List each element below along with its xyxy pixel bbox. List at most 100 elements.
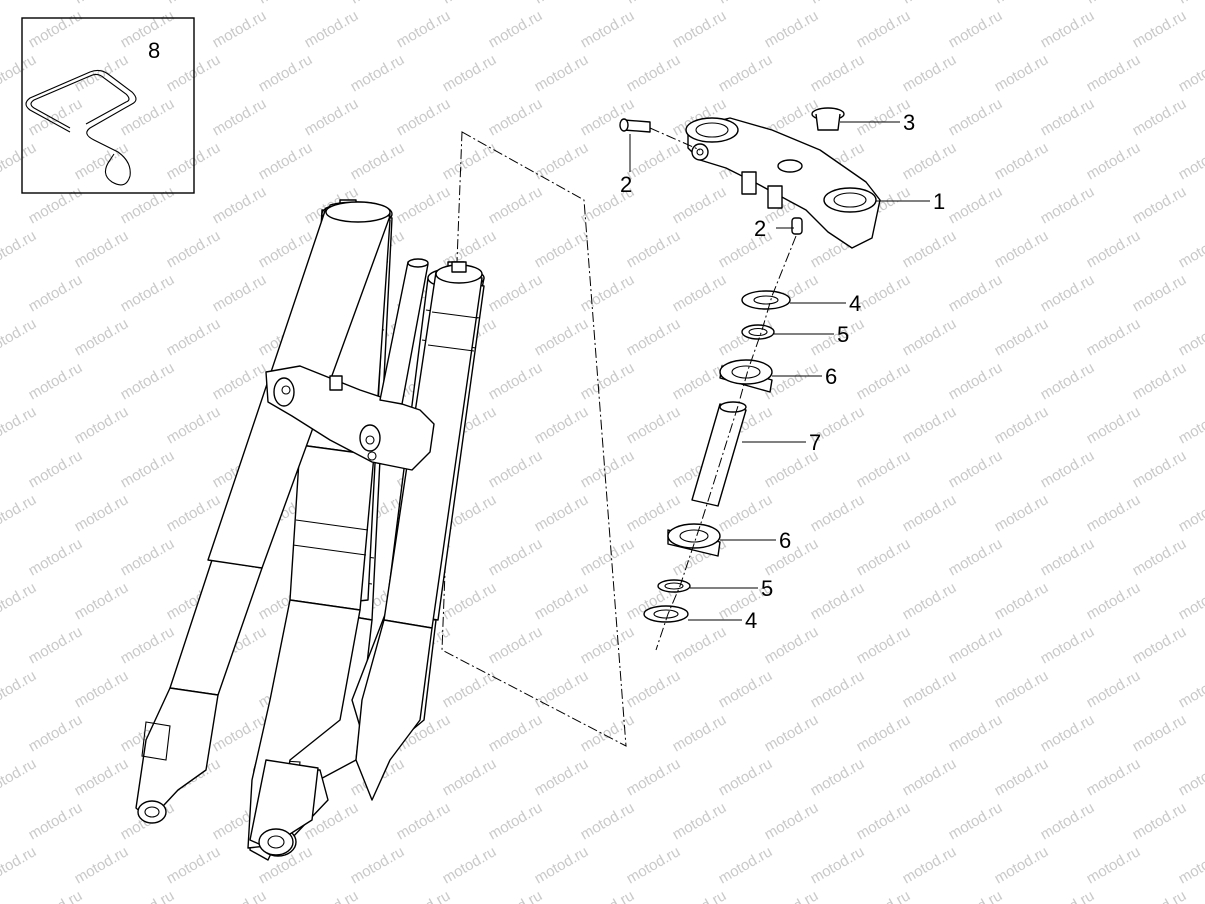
watermark-text: motod.ru xyxy=(0,51,39,95)
watermark-text: motod.ru xyxy=(394,887,454,904)
watermark-text: motod.ru xyxy=(1176,579,1205,623)
watermark-text: motod.ru xyxy=(578,535,638,579)
watermark-text: motod.ru xyxy=(72,139,132,183)
watermark-text: motod.ru xyxy=(210,271,270,315)
watermark-text: motod.ru xyxy=(946,183,1006,227)
watermark-text: motod.ru xyxy=(532,843,592,887)
watermark-text: motod.ru xyxy=(440,843,500,887)
watermark-text: motod.ru xyxy=(808,0,868,7)
watermark-text: motod.ru xyxy=(440,667,500,711)
lower-triple-clamp xyxy=(265,365,435,471)
watermark-text: motod.ru xyxy=(1176,403,1205,447)
watermark-text: motod.ru xyxy=(624,843,684,887)
watermark-text: motod.ru xyxy=(486,799,546,843)
watermark-text: motod.ru xyxy=(1130,711,1190,755)
watermark-text: motod.ru xyxy=(624,227,684,271)
watermark-text: motod.ru xyxy=(808,579,868,623)
watermark-text: motod.ru xyxy=(164,491,224,535)
watermark-text: motod.ru xyxy=(1176,315,1205,359)
watermark-text: motod.ru xyxy=(302,95,362,139)
watermark-text: motod.ru xyxy=(1176,51,1205,95)
watermark-text: motod.ru xyxy=(1130,183,1190,227)
watermark-text: motod.ru xyxy=(0,667,39,711)
watermark-text: motod.ru xyxy=(532,667,592,711)
watermark-text: motod.ru xyxy=(164,0,224,7)
seal-part-5-bottom xyxy=(657,579,691,593)
watermark-text: motod.ru xyxy=(992,227,1052,271)
callout-7: 7 xyxy=(809,430,821,455)
watermark-text: motod.ru xyxy=(486,887,546,904)
watermark-text: motod.ru xyxy=(1130,887,1190,904)
watermark-text: motod.ru xyxy=(72,227,132,271)
watermark-text: motod.ru xyxy=(808,843,868,887)
watermark-text: motod.ru xyxy=(210,887,270,904)
watermark-text: motod.ru xyxy=(1038,7,1098,51)
watermark-text: motod.ru xyxy=(440,0,500,7)
watermark-text: motod.ru xyxy=(210,359,270,403)
watermark-text: motod.ru xyxy=(1038,711,1098,755)
watermark-text: motod.ru xyxy=(578,271,638,315)
washer-part-4-top xyxy=(741,290,791,310)
watermark-text: motod.ru xyxy=(1084,667,1144,711)
watermark-text: motod.ru xyxy=(26,535,86,579)
watermark-text: motod.ru xyxy=(854,271,914,315)
watermark-text: motod.ru xyxy=(118,535,178,579)
watermark-text: motod.ru xyxy=(716,227,776,271)
watermark-text: motod.ru xyxy=(854,711,914,755)
watermark-text: motod.ru xyxy=(578,711,638,755)
watermark-text: motod.ru xyxy=(1084,227,1144,271)
watermark-text: motod.ru xyxy=(72,0,132,7)
watermark-text: motod.ru xyxy=(72,843,132,887)
watermark-text: motod.ru xyxy=(256,51,316,95)
watermark-text: motod.ru xyxy=(26,183,86,227)
watermark-text: motod.ru xyxy=(1038,887,1098,904)
watermark-text: motod.ru xyxy=(946,447,1006,491)
fork-leg-far xyxy=(355,261,483,801)
watermark-text: motod.ru xyxy=(670,271,730,315)
inset-frame xyxy=(21,17,195,194)
callout-4-top: 4 xyxy=(849,291,861,316)
watermark-text: motod.ru xyxy=(1130,359,1190,403)
watermark-text: motod.ru xyxy=(164,227,224,271)
watermark-text: motod.ru xyxy=(900,51,960,95)
bolt-part-2-lower xyxy=(791,217,803,235)
callout-1: 1 xyxy=(933,189,945,214)
watermark-text: motod.ru xyxy=(118,887,178,904)
watermark-text: motod.ru xyxy=(716,0,776,7)
watermark-text: motod.ru xyxy=(854,887,914,904)
watermark-text: motod.ru xyxy=(302,7,362,51)
watermark-text: motod.ru xyxy=(1084,403,1144,447)
watermark-text: motod.ru xyxy=(1084,755,1144,799)
watermark-text: motod.ru xyxy=(670,799,730,843)
watermark-text: motod.ru xyxy=(854,799,914,843)
watermark-text: motod.ru xyxy=(578,623,638,667)
watermark-text: motod.ru xyxy=(762,799,822,843)
watermark-text: motod.ru xyxy=(72,579,132,623)
watermark-text: motod.ru xyxy=(808,755,868,799)
watermark-text: motod.ru xyxy=(394,95,454,139)
watermark-text: motod.ru xyxy=(946,711,1006,755)
watermark-text: motod.ru xyxy=(854,7,914,51)
watermark-text: motod.ru xyxy=(670,7,730,51)
watermark-text: motod.ru xyxy=(0,0,39,7)
watermark-text: motod.ru xyxy=(716,755,776,799)
watermark-text: motod.ru xyxy=(486,95,546,139)
watermark-text: motod.ru xyxy=(532,0,592,7)
watermark-text: motod.ru xyxy=(394,7,454,51)
watermark-text: motod.ru xyxy=(900,667,960,711)
inset-part-8: 8 xyxy=(21,17,195,194)
watermark-text: motod.ru xyxy=(624,139,684,183)
watermark-text: motod.ru xyxy=(26,447,86,491)
watermark-text: motod.ru xyxy=(992,667,1052,711)
cap-part-3 xyxy=(811,107,845,131)
stack-axis-line xyxy=(655,235,797,651)
watermark-text: motod.ru xyxy=(1176,755,1205,799)
watermark-text: motod.ru xyxy=(624,755,684,799)
watermark-text: motod.ru xyxy=(0,843,39,887)
watermark-text: motod.ru xyxy=(210,95,270,139)
watermark-text: motod.ru xyxy=(670,623,730,667)
watermark-text: motod.ru xyxy=(670,183,730,227)
watermark-text: motod.ru xyxy=(808,51,868,95)
watermark-text: motod.ru xyxy=(1130,95,1190,139)
